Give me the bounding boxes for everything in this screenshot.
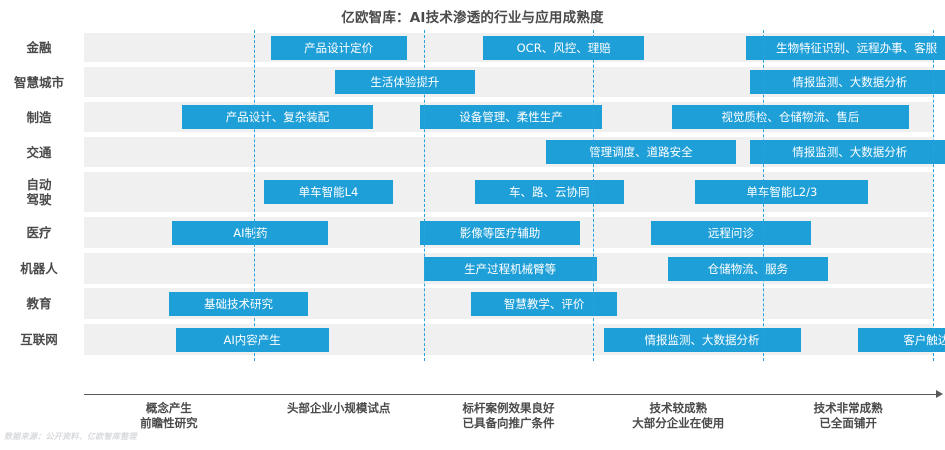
category-label-机器人: 机器人 xyxy=(0,261,78,276)
activity-box[interactable]: 单车智能L2/3 xyxy=(695,180,869,204)
category-label-教育: 教育 xyxy=(0,296,78,311)
activity-box[interactable]: 情报监测、大数据分析 xyxy=(749,140,945,164)
stage-divider-line xyxy=(593,30,595,361)
activity-box[interactable]: 生活体验提升 xyxy=(335,70,475,94)
stage-caption-line: 标杆案例效果良好 xyxy=(462,401,555,415)
category-label-line: 交通 xyxy=(26,144,52,160)
activity-box[interactable]: 基础技术研究 xyxy=(168,291,309,316)
page-title: 亿欧智库：AI技术渗透的行业与应用成熟度 xyxy=(341,10,604,26)
x-axis-arrow-icon xyxy=(936,390,943,398)
stage-divider-line xyxy=(253,30,255,361)
chart-plot-area: 金融智慧城市制造交通自动驾驶医疗机器人教育互联网 产品设计定价 OCR、风控、理赔… xyxy=(0,30,945,430)
category-label-智慧城市: 智慧城市 xyxy=(0,75,78,90)
activity-box[interactable]: 单车智能L4 xyxy=(263,180,394,204)
activity-box[interactable]: 情报监测、大数据分析 xyxy=(603,327,801,352)
activity-box[interactable]: 智慧教学、评价 xyxy=(471,291,618,316)
stage-caption-line: 头部企业小规模试点 xyxy=(286,401,391,415)
category-label-制造: 制造 xyxy=(0,110,78,125)
category-label-line: 驾驶 xyxy=(26,192,52,207)
stage-divider-line xyxy=(933,30,934,361)
category-label-交通: 交通 xyxy=(0,145,78,160)
category-label-line: 机器人 xyxy=(20,261,58,276)
stage-caption-4: 技术较成熟大部分企业在使用 xyxy=(588,401,768,430)
activity-box[interactable]: 影像等医疗辅助 xyxy=(420,220,580,245)
source-footnote: 数据来源：公开资料、亿欧智库整理 xyxy=(4,432,137,441)
activity-box[interactable]: 生物特征识别、远程办事、客服 xyxy=(746,35,945,60)
stage-caption-line: 技术非常成熟 xyxy=(813,401,883,415)
activity-box[interactable]: OCR、风控、理赔 xyxy=(483,35,645,60)
activity-box[interactable]: 车、路、云协同 xyxy=(474,180,624,204)
activity-box[interactable]: 产品设计、复杂装配 xyxy=(182,105,373,129)
activity-box[interactable]: 远程问诊 xyxy=(651,220,811,245)
stage-caption-2: 头部企业小规模试点 xyxy=(249,401,429,416)
stage-caption-line: 大部分企业在使用 xyxy=(632,415,725,430)
category-label-line: 制造 xyxy=(26,109,52,125)
stage-caption-5: 技术非常成熟已全面铺开 xyxy=(758,401,938,430)
activity-box[interactable]: 视觉质检、仓储物流、售后 xyxy=(671,105,910,129)
category-label-互联网: 互联网 xyxy=(0,332,78,347)
x-axis-line xyxy=(84,394,940,395)
stage-caption-1: 概念产生前瞻性研究 xyxy=(79,401,259,430)
category-label-line: 金融 xyxy=(26,40,52,55)
activity-box[interactable]: 产品设计定价 xyxy=(270,35,407,60)
stage-caption-line: 技术较成熟 xyxy=(649,401,708,415)
activity-box[interactable]: 管理调度、道路安全 xyxy=(545,140,737,164)
category-label-line: 医疗 xyxy=(26,225,52,240)
category-label-自动驾驶: 自动驾驶 xyxy=(0,177,78,207)
category-label-line: 教育 xyxy=(26,296,52,311)
stage-caption-line: 已具备向推广条件 xyxy=(462,415,555,430)
activity-box[interactable]: 设备管理、柔性生产 xyxy=(420,105,602,129)
stage-caption-3: 标杆案例效果良好已具备向推广条件 xyxy=(419,401,599,430)
activity-box[interactable]: AI内容产生 xyxy=(175,327,329,352)
category-label-line: 自动 xyxy=(26,177,52,192)
category-label-医疗: 医疗 xyxy=(0,225,78,240)
activity-box[interactable]: AI制药 xyxy=(172,220,329,245)
stage-caption-line: 概念产生 xyxy=(145,401,192,415)
category-label-line: 互联网 xyxy=(20,332,58,347)
activity-box[interactable]: 客户触达、智慧营销 xyxy=(858,327,945,352)
category-label-line: 智慧城市 xyxy=(13,74,64,90)
activity-box[interactable]: 仓储物流、服务 xyxy=(668,256,828,281)
activity-box[interactable]: 生产过程机械臂等 xyxy=(423,256,597,281)
stage-divider-line xyxy=(763,30,765,361)
stage-divider-line xyxy=(423,30,425,361)
activity-box[interactable]: 情报监测、大数据分析 xyxy=(749,70,945,94)
stage-caption-line: 已全面铺开 xyxy=(819,415,877,430)
stage-caption-line: 前瞻性研究 xyxy=(140,415,198,430)
category-label-金融: 金融 xyxy=(0,40,78,55)
